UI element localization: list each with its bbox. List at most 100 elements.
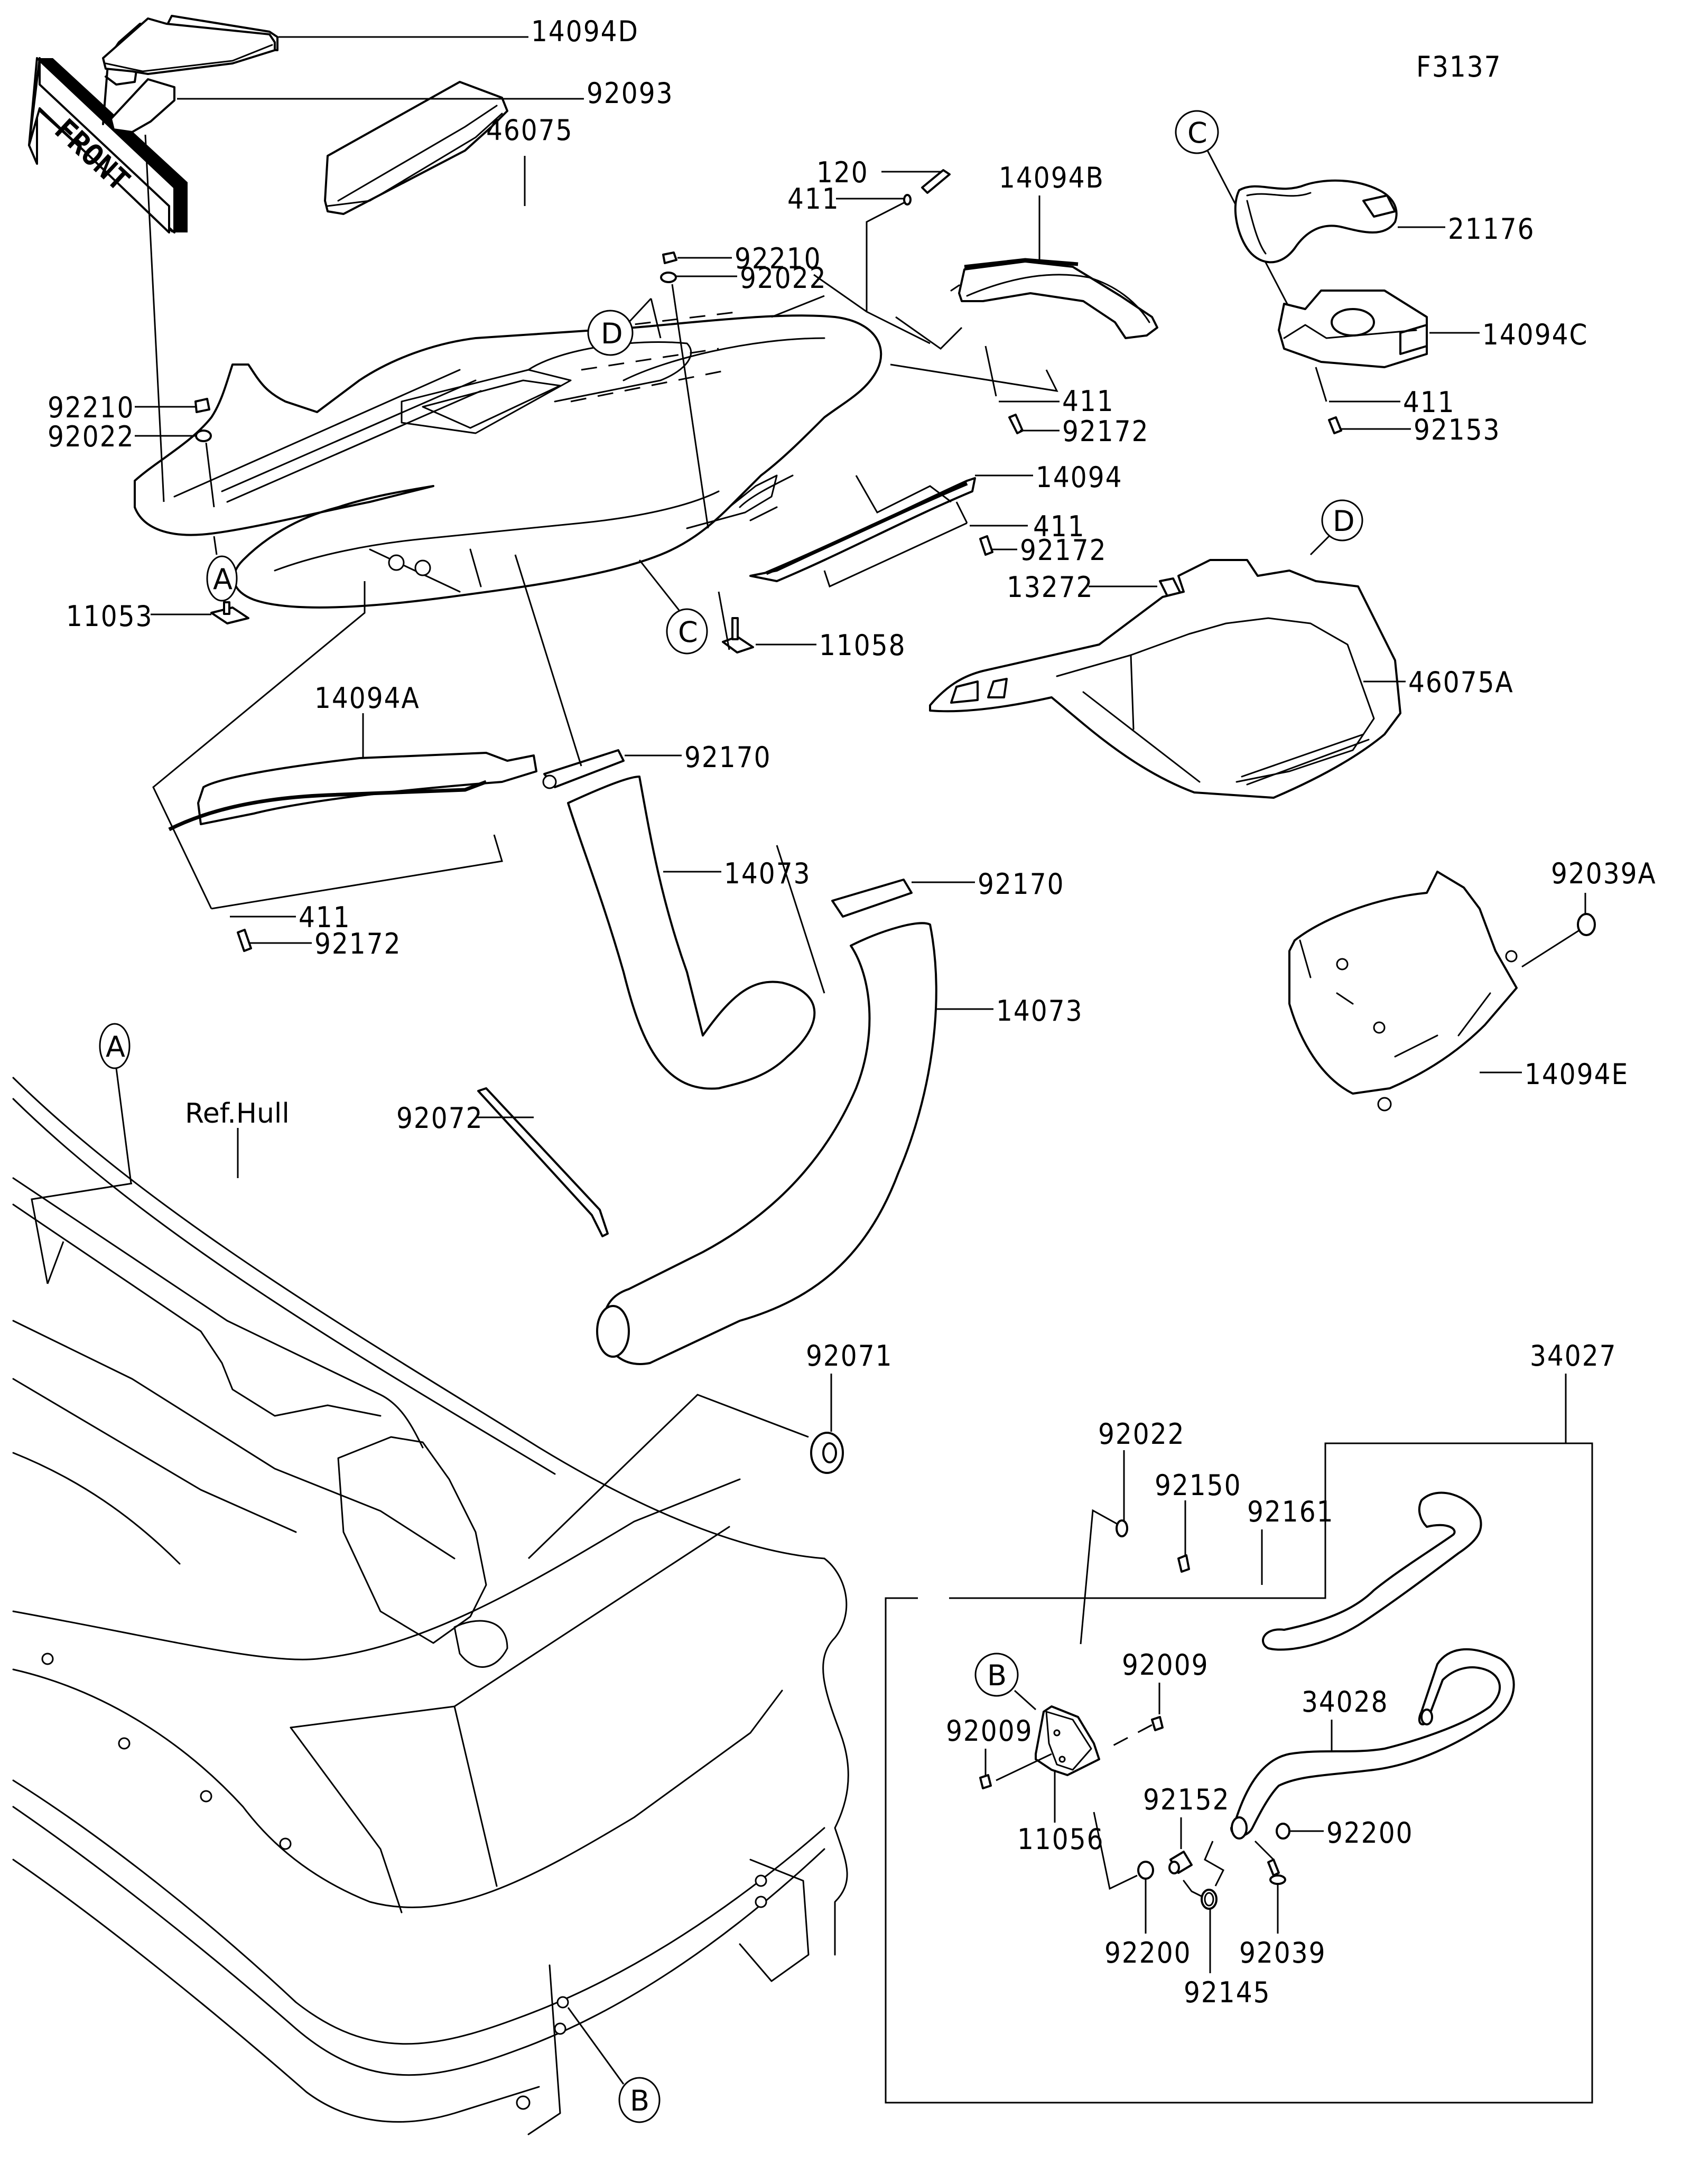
label-11053: 11053 [66, 600, 153, 633]
part-14094[interactable] [749, 477, 976, 582]
part-92153[interactable] [1328, 416, 1342, 434]
part-92022-lower[interactable] [1116, 1519, 1128, 1537]
part-14094A[interactable] [168, 752, 537, 832]
part-92039A[interactable] [1577, 913, 1596, 936]
part-11053[interactable] [210, 601, 249, 624]
label-92200-right: 92200 [1326, 1816, 1414, 1850]
label-34028: 34028 [1302, 1685, 1389, 1719]
label-92200-left: 92200 [1104, 1936, 1192, 1970]
label-411-top: 411 [787, 182, 840, 216]
part-92022-left[interactable] [195, 430, 212, 442]
svg-text:A: A [106, 1030, 125, 1063]
label-92210-left: 92210 [48, 391, 135, 424]
svg-text:D: D [1333, 505, 1355, 538]
part-92071[interactable] [810, 1432, 844, 1474]
part-92210-center[interactable] [662, 251, 677, 264]
label-92009-right: 92009 [1122, 1648, 1209, 1682]
part-21176[interactable] [1234, 179, 1398, 264]
part-92152[interactable] [1168, 1851, 1193, 1874]
label-34027: 34027 [1530, 1339, 1617, 1373]
callout-C-mid: C [666, 608, 708, 655]
label-92039A: 92039A [1551, 857, 1657, 890]
label-14094D: 14094D [531, 15, 639, 48]
part-92093[interactable] [110, 78, 508, 215]
label-92022-lower: 92022 [1098, 1417, 1185, 1451]
part-11058[interactable] [722, 617, 754, 654]
part-34028[interactable] [1230, 1648, 1515, 1840]
label-92170-lower: 92170 [978, 867, 1065, 901]
ref-hull [12, 1077, 849, 2135]
svg-text:B: B [987, 1659, 1007, 1692]
part-92170-upper[interactable] [542, 749, 625, 789]
label-46075A: 46075A [1408, 666, 1514, 699]
part-14094B[interactable] [950, 258, 1158, 339]
label-92009-left: 92009 [946, 1714, 1033, 1748]
callout-D-left: D [587, 310, 634, 356]
part-92022-center[interactable] [660, 272, 677, 283]
callout-B-hull: B [618, 2077, 661, 2123]
figure-id: F3137 [1416, 50, 1502, 83]
label-92161: 92161 [1247, 1495, 1334, 1528]
label-11056: 11056 [1017, 1823, 1104, 1856]
label-13272: 13272 [1007, 571, 1094, 604]
label-14073-upper: 14073 [724, 857, 811, 890]
label-92153: 92153 [1414, 413, 1501, 446]
part-92145[interactable] [1183, 1880, 1218, 1910]
callout-B-box: B [974, 1653, 1019, 1697]
part-92200-right[interactable] [1276, 1823, 1290, 1840]
label-411-b: 411 [1062, 385, 1114, 418]
part-14073-upper[interactable] [567, 776, 816, 1090]
part-14094C[interactable] [1278, 290, 1428, 368]
ref-hull-label: Ref.Hull [185, 1098, 290, 1130]
part-14094D[interactable] [102, 15, 278, 125]
label-14073-lower: 14073 [996, 994, 1083, 1028]
svg-text:C: C [1187, 116, 1207, 150]
label-21176: 21176 [1448, 212, 1535, 246]
part-92161[interactable] [1262, 1491, 1482, 1651]
label-14094C: 14094C [1482, 318, 1588, 351]
part-120-bolt[interactable] [921, 169, 951, 194]
label-92022-center: 92022 [740, 262, 827, 295]
label-92172-b: 92172 [1062, 415, 1149, 448]
label-92145: 92145 [1184, 1976, 1271, 2009]
part-92170-lower[interactable] [831, 879, 913, 918]
label-92170-upper: 92170 [684, 741, 772, 774]
label-92093: 92093 [587, 77, 674, 110]
callout-D-right: D [1321, 499, 1363, 542]
callout-A-top: A [206, 555, 238, 602]
part-92172-mid[interactable] [979, 535, 993, 556]
label-411-a: 411 [299, 901, 351, 934]
part-14073-lower[interactable] [596, 922, 937, 1365]
part-92009-right[interactable] [1151, 1716, 1164, 1731]
label-92150: 92150 [1155, 1469, 1242, 1502]
label-14094A: 14094A [314, 682, 420, 715]
part-92072[interactable] [477, 1087, 609, 1237]
svg-text:B: B [630, 2084, 649, 2117]
label-120: 120 [816, 156, 869, 189]
part-92150[interactable] [1177, 1554, 1190, 1573]
part-92172-a[interactable] [237, 929, 252, 952]
label-92172-a: 92172 [314, 927, 402, 960]
part-92039[interactable] [1267, 1859, 1286, 1885]
part-92210-left[interactable] [194, 398, 210, 413]
label-14094B: 14094B [999, 161, 1104, 194]
part-14094E[interactable] [1288, 871, 1518, 1112]
label-411-c: 411 [1403, 386, 1455, 419]
label-92071: 92071 [806, 1339, 893, 1373]
part-92200-left[interactable] [1137, 1861, 1154, 1880]
callout-C-top: C [1175, 110, 1219, 154]
label-11058: 11058 [819, 629, 906, 662]
label-92152: 92152 [1143, 1783, 1230, 1816]
part-11056[interactable] [1035, 1705, 1100, 1776]
part-92009-left[interactable] [979, 1774, 992, 1789]
callout-A-lower: A [99, 1023, 131, 1069]
label-92072: 92072 [396, 1102, 484, 1135]
part-411-top[interactable] [903, 194, 912, 206]
label-14094E: 14094E [1525, 1058, 1629, 1091]
svg-text:D: D [601, 317, 623, 350]
part-46075A[interactable] [929, 559, 1401, 799]
label-14094: 14094 [1036, 461, 1123, 494]
part-46075[interactable] [134, 311, 882, 609]
label-92210-center: 92210 [735, 242, 822, 275]
